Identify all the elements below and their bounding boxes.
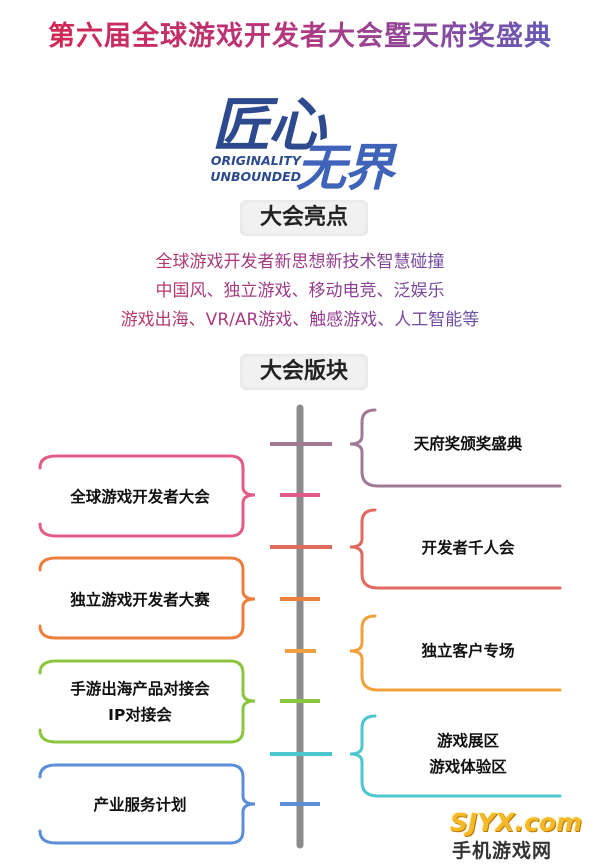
section-label-right-0: 天府奖颁奖盛典	[378, 432, 558, 454]
section-label-line: 产业服务计划	[93, 796, 187, 814]
watermark-site: SJYX.com	[450, 808, 583, 837]
right-brace-1	[349, 508, 562, 590]
section-label-line: 独立游戏开发者大赛	[70, 591, 210, 609]
left-brace-1	[38, 556, 256, 640]
section-label-line: IP对接会	[108, 706, 172, 724]
section-label-right-2: 独立客户专场	[378, 639, 558, 661]
watermark-name: 手机游戏网	[452, 840, 553, 862]
section-label-left-0: 全球游戏开发者大会	[40, 485, 240, 507]
section-label-line: 开发者千人会	[421, 539, 515, 557]
logo-english-line1: ORIGINALITY	[210, 153, 301, 168]
section-label-left-3: 产业服务计划	[40, 793, 240, 815]
section-label-line: 游戏展区	[436, 732, 499, 750]
section-label-line: 游戏体验区	[429, 758, 507, 776]
section-label-right-1: 开发者千人会	[378, 536, 558, 558]
highlight-line-1: 全球游戏开发者新思想新技术智慧碰撞	[0, 247, 600, 272]
section-label-line: 全球游戏开发者大会	[70, 488, 210, 506]
section-label-left-1: 独立游戏开发者大赛	[40, 588, 240, 610]
section-label-line: 手游出海产品对接会	[70, 680, 210, 698]
logo-text-line1: 匠心	[212, 91, 326, 159]
left-brace-3	[38, 763, 256, 845]
highlights-heading: 大会亮点	[259, 205, 348, 230]
logo-text-line2: 无界	[296, 139, 394, 197]
diagram-lines	[38, 404, 562, 849]
right-brace-2	[349, 614, 562, 692]
highlight-line-2: 中国风、独立游戏、移动电竞、泛娱乐	[0, 276, 600, 301]
logo-english-line2: UNBOUNDED	[210, 169, 301, 184]
right-brace-3	[349, 714, 562, 798]
highlight-line-3: 游戏出海、VR/AR游戏、触感游戏、人工智能等	[0, 305, 600, 330]
highlights-heading-box: 大会亮点	[240, 200, 368, 236]
left-brace-0	[38, 454, 256, 538]
sections-heading-box: 大会版块	[240, 354, 368, 390]
right-brace-0	[349, 408, 562, 488]
page-title: 第六届全球游戏开发者大会暨天府奖盛典	[0, 14, 600, 53]
section-label-line: 独立客户专场	[421, 642, 515, 660]
sections-heading: 大会版块	[259, 359, 348, 384]
section-label-line: 天府奖颁奖盛典	[413, 435, 523, 453]
sections-diagram: 天府奖颁奖盛典 开发者千人会 独立客户专场 游戏展区 游戏体验区 全球游戏开发者…	[0, 390, 600, 850]
section-label-right-3: 游戏展区 游戏体验区	[378, 728, 558, 780]
left-brace-2	[38, 659, 256, 744]
section-label-left-2: 手游出海产品对接会 IP对接会	[40, 676, 240, 728]
